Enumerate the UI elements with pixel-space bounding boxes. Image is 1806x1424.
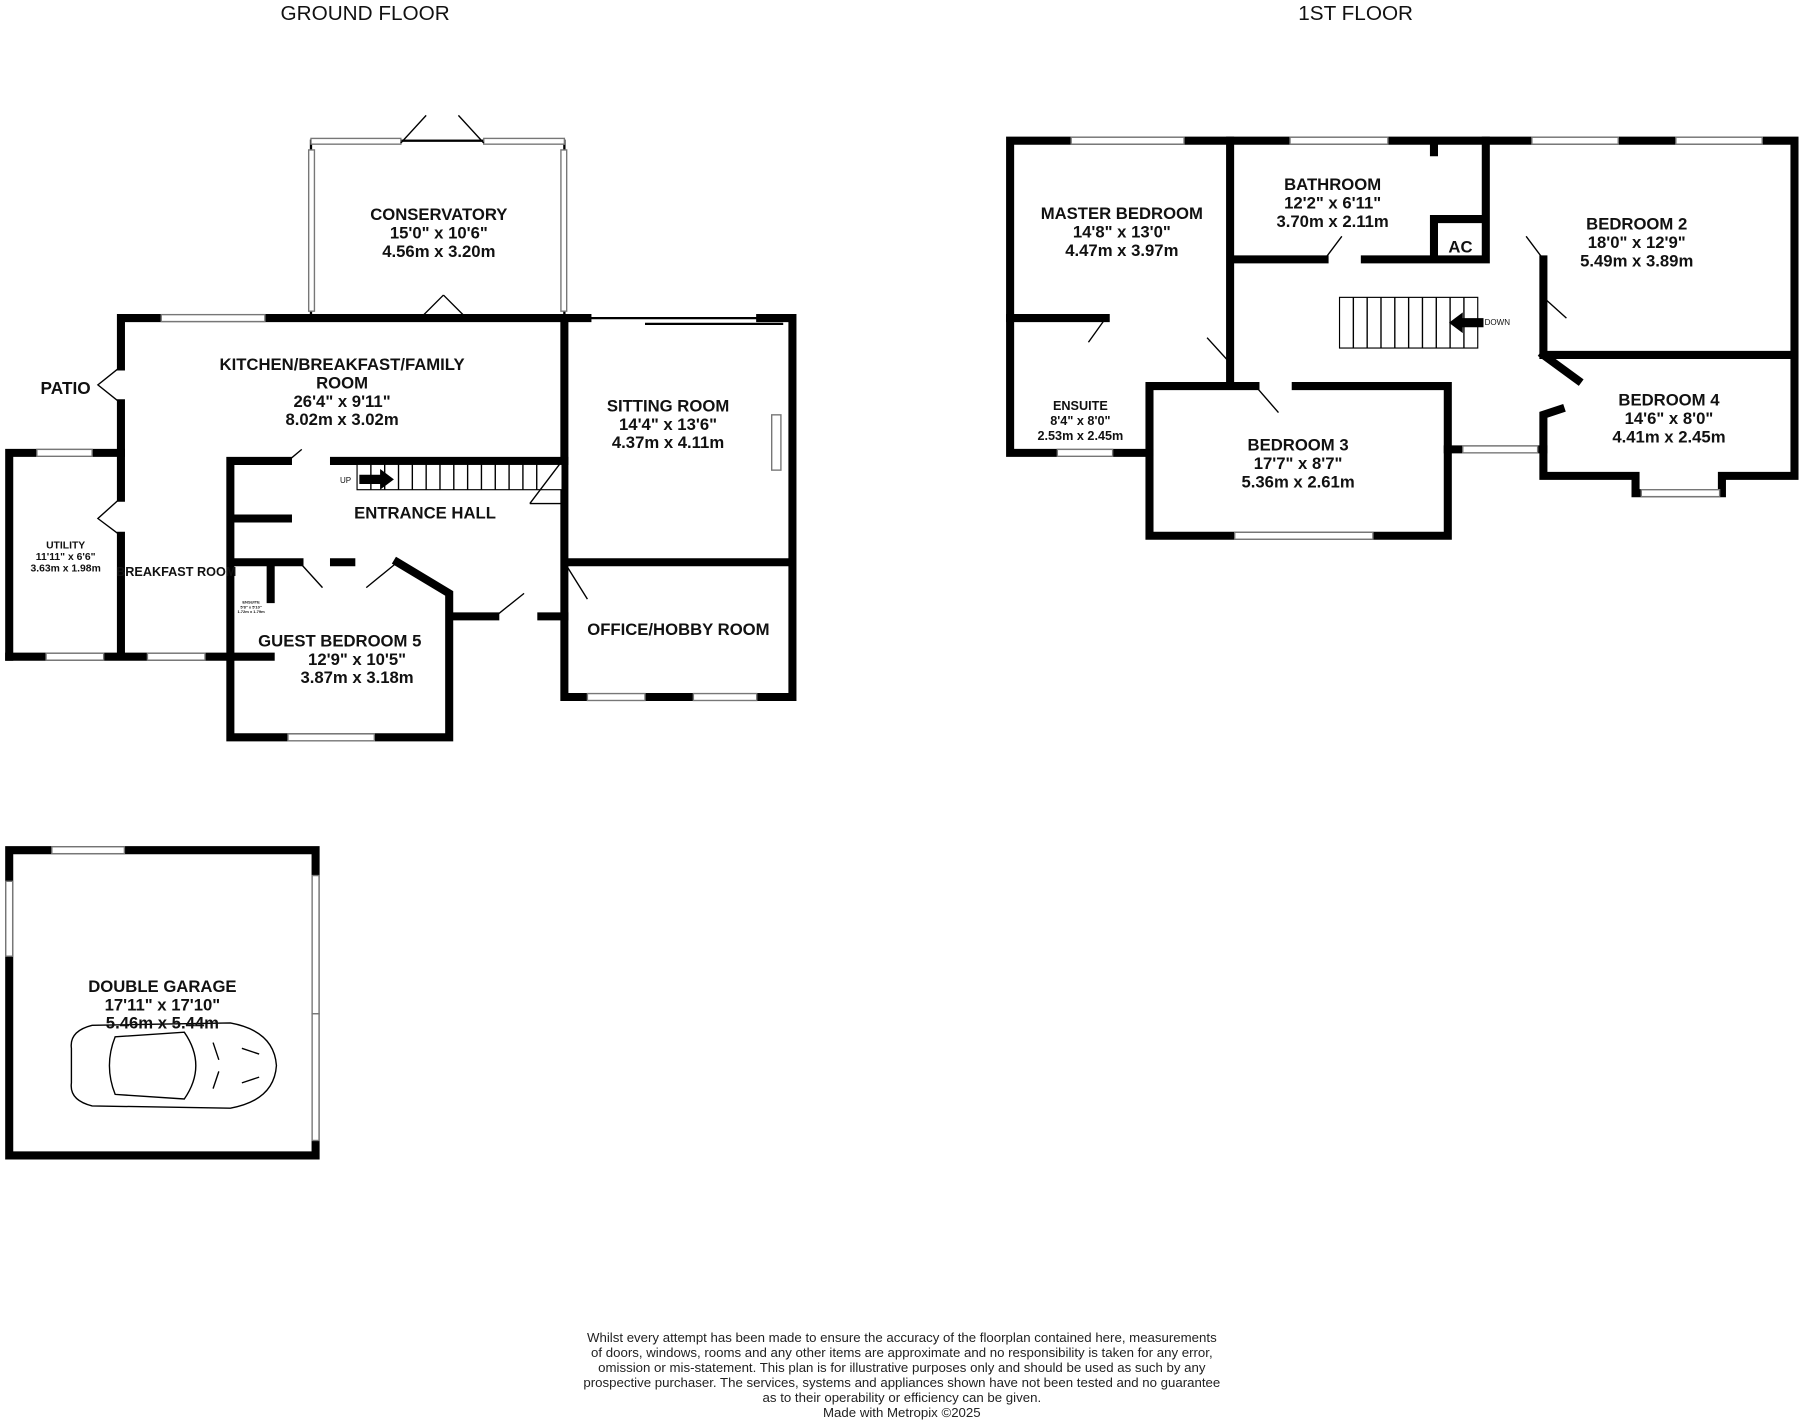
room-conservatory: CONSERVATORY 15'0" x 10'6" 4.56m x 3.20m	[370, 205, 507, 261]
svg-text:ENSUITE: ENSUITE	[242, 600, 260, 605]
svg-text:prospective purchaser. The ser: prospective purchaser. The services, sys…	[583, 1375, 1220, 1390]
room-ensuite: ENSUITE 8'4" x 8'0" 2.53m x 2.45m	[1037, 399, 1123, 443]
svg-text:18'0" x 12'9": 18'0" x 12'9"	[1588, 233, 1686, 252]
svg-text:SITTING ROOM: SITTING ROOM	[607, 396, 729, 415]
svg-text:BATHROOM: BATHROOM	[1284, 175, 1381, 194]
svg-text:5'8" x 5'10": 5'8" x 5'10"	[240, 604, 261, 609]
up-label: UP	[340, 476, 351, 485]
svg-text:3.70m x 2.11m: 3.70m x 2.11m	[1276, 212, 1388, 231]
svg-text:BEDROOM 2: BEDROOM 2	[1586, 214, 1687, 233]
svg-text:17'7" x 8'7": 17'7" x 8'7"	[1254, 454, 1343, 473]
svg-text:Made with Metropix ©2025: Made with Metropix ©2025	[823, 1405, 981, 1420]
ground-staircase	[356, 460, 563, 505]
svg-text:4.47m x 3.97m: 4.47m x 3.97m	[1065, 241, 1178, 260]
office-label: OFFICE/HOBBY ROOM	[587, 620, 769, 639]
svg-text:3.87m x 3.18m: 3.87m x 3.18m	[300, 668, 413, 687]
car-icon	[70, 1022, 278, 1109]
svg-text:12'9" x 10'5": 12'9" x 10'5"	[308, 650, 406, 669]
room-kitchen: KITCHEN/BREAKFAST/FAMILY ROOM 26'4" x 9'…	[220, 355, 465, 429]
svg-text:of doors, windows, rooms and a: of doors, windows, rooms and any other i…	[591, 1345, 1213, 1360]
svg-text:as to their operability or eff: as to their operability or efficiency ca…	[763, 1390, 1042, 1405]
svg-text:4.41m x 2.45m: 4.41m x 2.45m	[1612, 427, 1725, 446]
svg-text:5.36m x 2.61m: 5.36m x 2.61m	[1241, 472, 1354, 491]
up-arrow-icon	[359, 468, 394, 490]
garage-imperial: 17'11" x 17'10"	[105, 995, 221, 1014]
ground-floor-plan: UP PATIO ENTRANCE HALL BREAKFAST ROOM OF…	[5, 114, 797, 742]
svg-text:14'6" x 8'0": 14'6" x 8'0"	[1625, 409, 1714, 428]
conservatory-french-door[interactable]	[400, 114, 485, 144]
svg-text:MASTER BEDROOM: MASTER BEDROOM	[1041, 204, 1203, 223]
svg-text:ENSUITE: ENSUITE	[1053, 399, 1108, 413]
room-master-bedroom: MASTER BEDROOM 14'8" x 13'0" 4.47m x 3.9…	[1041, 204, 1203, 260]
down-label: DOWN	[1485, 318, 1511, 327]
svg-text:26'4" x 9'11": 26'4" x 9'11"	[294, 392, 391, 411]
first-floor-plan: DOWN AC MASTER BEDROOM 14'8" x 13'0" 4.4…	[1006, 136, 1799, 540]
svg-text:2.53m x 2.45m: 2.53m x 2.45m	[1037, 429, 1123, 443]
ground-floor-title: GROUND FLOOR	[281, 2, 450, 25]
disclaimer: Whilst every attempt has been made to en…	[583, 1330, 1220, 1420]
svg-text:Whilst every attempt has been: Whilst every attempt has been made to en…	[587, 1330, 1217, 1345]
down-arrow-icon	[1448, 312, 1484, 334]
room-sitting-room: SITTING ROOM 14'4" x 13'6" 4.37m x 4.11m	[607, 396, 729, 452]
svg-text:14'8" x 13'0": 14'8" x 13'0"	[1073, 222, 1171, 241]
garage-plan: DOUBLE GARAGE 17'11" x 17'10" 5.46m x 5.…	[5, 846, 320, 1160]
svg-text:14'4" x 13'6": 14'4" x 13'6"	[619, 415, 717, 434]
svg-text:1.72m x 1.79m: 1.72m x 1.79m	[237, 609, 265, 614]
svg-text:8.02m x 3.02m: 8.02m x 3.02m	[285, 410, 398, 429]
garage-metric: 5.46m x 5.44m	[106, 1014, 219, 1033]
patio-label: PATIO	[41, 378, 91, 398]
ac-label: AC	[1448, 237, 1472, 256]
room-bedroom-4: BEDROOM 4 14'6" x 8'0" 4.41m x 2.45m	[1612, 391, 1725, 447]
svg-text:CONSERVATORY: CONSERVATORY	[370, 205, 507, 224]
svg-text:15'0" x 10'6": 15'0" x 10'6"	[390, 224, 488, 243]
svg-text:GUEST BEDROOM 5: GUEST BEDROOM 5	[258, 631, 421, 650]
svg-text:12'2" x 6'11": 12'2" x 6'11"	[1284, 194, 1381, 213]
svg-text:omission or mis-statement. Thi: omission or mis-statement. This plan is …	[598, 1360, 1206, 1375]
entrance-hall-label: ENTRANCE HALL	[354, 504, 496, 523]
svg-text:3.63m x 1.98m: 3.63m x 1.98m	[31, 563, 101, 574]
garage-name: DOUBLE GARAGE	[88, 977, 236, 996]
svg-text:KITCHEN/BREAKFAST/FAMILY: KITCHEN/BREAKFAST/FAMILY	[220, 355, 465, 374]
svg-text:5.49m x 3.89m: 5.49m x 3.89m	[1580, 251, 1693, 270]
svg-text:BEDROOM 3: BEDROOM 3	[1248, 436, 1349, 455]
svg-text:11'11" x 6'6": 11'11" x 6'6"	[36, 552, 96, 563]
svg-text:8'4" x 8'0": 8'4" x 8'0"	[1050, 414, 1110, 428]
svg-text:UTILITY: UTILITY	[46, 540, 85, 551]
svg-text:ROOM: ROOM	[316, 373, 368, 392]
breakfast-room-label: BREAKFAST ROOM	[116, 565, 236, 579]
room-bathroom: BATHROOM 12'2" x 6'11" 3.70m x 2.11m	[1276, 175, 1388, 231]
room-bedroom-3: BEDROOM 3 17'7" x 8'7" 5.36m x 2.61m	[1241, 436, 1354, 492]
patio-door[interactable]	[96, 365, 122, 537]
room-bedroom-2: BEDROOM 2 18'0" x 12'9" 5.49m x 3.89m	[1580, 214, 1693, 270]
room-guest-bedroom: GUEST BEDROOM 5 12'9" x 10'5" 3.87m x 3.…	[258, 631, 421, 687]
first-floor-title: 1ST FLOOR	[1298, 2, 1413, 25]
room-guest-ensuite: ENSUITE 5'8" x 5'10" 1.72m x 1.79m	[237, 600, 265, 614]
svg-text:4.56m x 3.20m: 4.56m x 3.20m	[382, 242, 495, 261]
svg-text:4.37m x 4.11m: 4.37m x 4.11m	[612, 433, 724, 452]
first-staircase	[1338, 296, 1484, 349]
room-utility: UTILITY 11'11" x 6'6" 3.63m x 1.98m	[31, 540, 101, 574]
svg-text:BEDROOM 4: BEDROOM 4	[1618, 391, 1720, 410]
